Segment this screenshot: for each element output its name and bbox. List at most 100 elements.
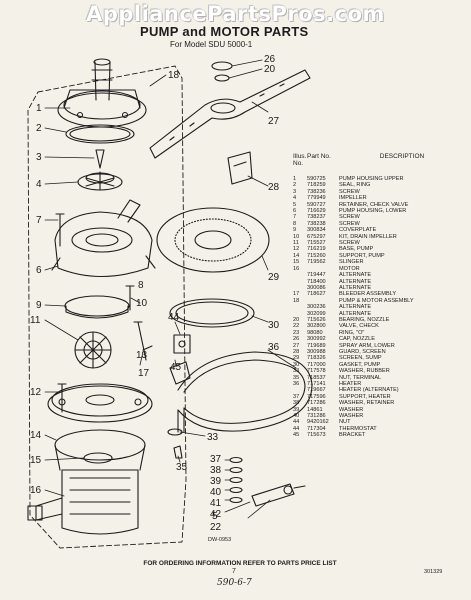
part-description: PUMP HOUSING UPPER xyxy=(339,176,404,182)
part-number: 715527 xyxy=(307,240,326,247)
callout-1: 1 xyxy=(36,103,42,114)
part-description: SLINGER xyxy=(339,259,364,266)
part-row: 11 715527 SCREW xyxy=(293,240,465,246)
callout-3: 3 xyxy=(36,152,42,163)
callout-29: 29 xyxy=(268,272,280,283)
callout-12: 12 xyxy=(30,387,42,398)
part-description: SCREW xyxy=(339,240,360,247)
page-number: 7 xyxy=(232,568,236,575)
part-number: 715626 xyxy=(307,316,326,323)
illus-no: 6 xyxy=(293,208,297,215)
model-subtitle: For Model SDU 5000-1 xyxy=(170,40,253,49)
callout-5: 5 xyxy=(212,511,218,522)
motor xyxy=(27,469,139,535)
part-description: THERMOSTAT xyxy=(339,425,377,432)
part-number: 300834 xyxy=(307,227,326,234)
illus-no: 10 xyxy=(293,233,300,240)
illus-no: 39 xyxy=(293,406,300,413)
heater-element xyxy=(177,351,313,433)
callout-30: 30 xyxy=(268,320,280,331)
part-number: 719562 xyxy=(307,259,326,266)
part-number: 717141 xyxy=(307,381,326,387)
illus-no-header: Illus. No. xyxy=(293,153,307,167)
part-number: 715260 xyxy=(307,252,326,259)
illus-no: 3 xyxy=(293,188,297,195)
callout-20: 20 xyxy=(264,64,276,75)
illus-no: 12 xyxy=(293,246,300,253)
part-row: 14 715260 SUPPORT, PUMP xyxy=(293,253,465,259)
thermostat xyxy=(173,334,191,354)
part-number: 738238 xyxy=(307,220,326,227)
illus-no: 28 xyxy=(293,348,300,355)
part-row: 40 731286 WASHER xyxy=(293,413,465,419)
part-number: 738237 xyxy=(307,214,326,221)
pump-support xyxy=(54,429,146,471)
callout-40: 40 xyxy=(210,487,222,498)
part-number: 675297 xyxy=(307,233,326,240)
part-description: HEATER (ALTERNATE) xyxy=(339,387,399,394)
screw-7 xyxy=(55,213,65,247)
callout-11: 11 xyxy=(30,315,41,326)
part-description: CAP, NOZZLE xyxy=(339,336,375,343)
illus-no: 44 xyxy=(293,419,300,426)
part-number: 717578 xyxy=(307,368,326,375)
pump-gasket xyxy=(169,298,255,328)
illus-no: 20 xyxy=(293,316,300,323)
part-row: 10 675297 KIT, DRAIN IMPELLER xyxy=(293,234,465,240)
callout-9: 9 xyxy=(36,300,42,311)
part-number: 300988 xyxy=(307,348,326,355)
page-title: PUMP and MOTOR PARTS xyxy=(140,24,309,39)
callout-13: 13 xyxy=(136,350,148,361)
part-description: ALTERNATE xyxy=(339,304,372,311)
illus-no: 40 xyxy=(293,413,300,420)
callout-41: 41 xyxy=(210,498,222,509)
illus-no: 9 xyxy=(293,227,297,234)
part-description: VALVE, CHECK xyxy=(339,323,379,330)
part-description: SUPPORT, PUMP xyxy=(339,252,385,259)
part-number: 302099 xyxy=(307,310,326,317)
part-description: PUMP & MOTOR ASSEMBLY xyxy=(339,297,414,304)
part-number: 716629 xyxy=(307,208,326,215)
callout-36: 36 xyxy=(268,342,280,353)
illus-no: 11 xyxy=(293,240,299,247)
handwritten-note: 590-6-7 xyxy=(217,578,252,588)
part-number: 300236 xyxy=(307,304,326,311)
part-description: ALTERNATE xyxy=(339,310,372,317)
part-row: 33 717578 WASHER, RUBBER xyxy=(293,368,465,374)
document-code: 301329 xyxy=(424,569,443,575)
part-description: GUARD, SCREEN xyxy=(339,348,386,355)
impeller xyxy=(77,171,123,191)
part-number: 716219 xyxy=(307,246,326,253)
illus-no: 1 xyxy=(293,176,297,182)
part-row: 718400 ALTERNATE xyxy=(293,279,465,285)
illus-no: 23 xyxy=(293,329,300,336)
part-row: 28 300988 GUARD, SCREEN xyxy=(293,349,465,355)
part-description: ALTERNATE xyxy=(339,272,372,279)
callout-44: 44 xyxy=(168,312,180,323)
illus-no: 14 xyxy=(293,252,300,259)
sump-screen xyxy=(156,207,270,273)
part-number: 718259 xyxy=(307,182,326,189)
callout-16: 16 xyxy=(30,485,42,496)
part-description: ALTERNATE xyxy=(339,278,372,285)
part-number: 718400 xyxy=(307,278,326,285)
part-description: KIT, DRAIN IMPELLER xyxy=(339,233,397,240)
illus-no: 16 xyxy=(293,265,300,272)
part-description: WASHER xyxy=(339,413,364,420)
part-number: 731286 xyxy=(307,413,326,420)
part-description: WASHER, RUBBER xyxy=(339,368,390,375)
illus-no: 33 xyxy=(293,368,300,375)
